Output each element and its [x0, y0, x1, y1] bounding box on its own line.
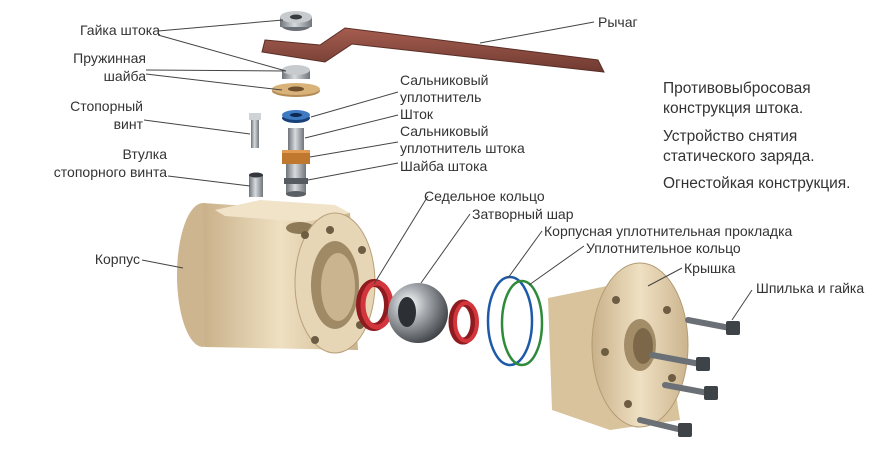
feature-fireproof: Огнестойкая конструкция.	[663, 175, 851, 192]
label-cover: Крышка	[684, 260, 736, 276]
spring-washer	[272, 65, 320, 97]
stem	[282, 128, 310, 197]
gland-seal	[282, 110, 310, 123]
label-spring-washer-line2: шайба	[103, 68, 146, 84]
label-stem-nut: Гайка штока	[79, 22, 160, 38]
seat-ring-left	[356, 279, 394, 331]
label-screw-sleeve-line2: стопорного винта	[53, 164, 167, 180]
label-seal-ring: Уплотнительное кольцо	[586, 240, 741, 256]
label-ball: Затворный шар	[472, 206, 574, 222]
label-set-screw-line2: винт	[113, 116, 143, 132]
leader-lines	[141, 19, 753, 321]
label-spring-washer-line1: Пружинная	[73, 50, 146, 66]
label-gland-seal-line2: уплотнитель	[400, 89, 482, 105]
lever	[261, 27, 605, 73]
feature-antistatic-line2: статического заряда.	[663, 148, 815, 165]
label-stem-washer: Шайба штока	[400, 158, 488, 174]
feature-antiblowout-line2: конструкция штока.	[663, 100, 804, 117]
valve-body	[177, 200, 376, 354]
seat-ring-right	[448, 299, 479, 345]
feature-antiblowout-line1: Противовыбросовая	[663, 80, 811, 97]
label-stem-seal-line2: уплотнитель штока	[400, 140, 525, 156]
label-screw-sleeve-line1: Втулка	[122, 146, 167, 162]
label-body-gasket: Корпусная уплотнительная прокладка	[544, 223, 793, 239]
label-stud-nut: Шпилька и гайка	[756, 280, 865, 296]
feature-antistatic-line1: Устройство снятия	[663, 128, 798, 145]
ball	[388, 283, 448, 343]
set-screw-sleeve	[249, 172, 263, 197]
label-seat-ring: Седельное кольцо	[424, 188, 545, 204]
seal-ring	[500, 279, 544, 367]
cover	[548, 262, 689, 430]
label-stem: Шток	[400, 106, 433, 122]
body-gasket	[486, 275, 534, 367]
stud-bolts	[637, 317, 740, 437]
label-lever: Рычаг	[598, 14, 638, 30]
label-gland-seal-line1: Сальниковый	[400, 72, 489, 88]
label-stem-seal-line1: Сальниковый	[400, 123, 489, 139]
set-screw	[249, 113, 261, 148]
stem-nut	[280, 11, 312, 31]
label-body: Корпус	[94, 251, 140, 267]
label-set-screw-line1: Стопорный	[70, 98, 143, 114]
